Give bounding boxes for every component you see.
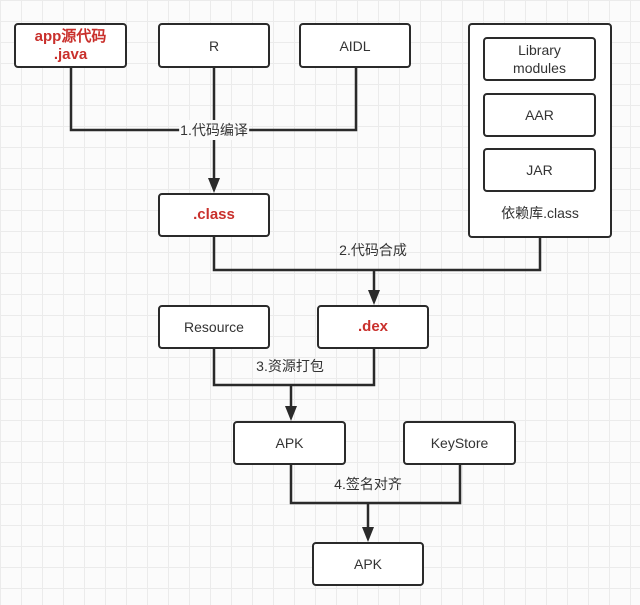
connector-merge (212, 236, 542, 272)
node-library-modules: Library modules (483, 37, 596, 81)
connector-package (212, 348, 376, 387)
node-resource: Resource (158, 305, 270, 349)
library-modules-line2: modules (513, 60, 566, 76)
step-compile-label: 1.代码编译 (179, 120, 249, 140)
step-merge-label: 2.代码合成 (339, 242, 407, 258)
node-app-source-line1: app源代码 (34, 27, 107, 45)
dependency-class-label: 依赖库.class (501, 205, 579, 221)
node-app-source: app源代码 .java (14, 23, 127, 68)
connector-sign (289, 464, 462, 505)
node-apk: APK (233, 421, 346, 465)
arrowhead-icon (368, 290, 380, 305)
node-app-source-line2: .java (53, 45, 88, 63)
node-keystore: KeyStore (403, 421, 516, 465)
node-aidl: AIDL (299, 23, 411, 68)
node-dex: .dex (317, 305, 429, 349)
node-jar: JAR (483, 148, 596, 192)
arrowhead-icon (208, 178, 220, 193)
node-aar: AAR (483, 93, 596, 137)
step-sign-label: 4.签名对齐 (334, 476, 402, 492)
arrowhead-icon (362, 527, 374, 542)
node-apk-signed: APK (312, 542, 424, 586)
step-package-label: 3.资源打包 (256, 358, 324, 374)
library-modules-line1: Library (518, 42, 561, 58)
node-class: .class (158, 193, 270, 237)
arrowhead-icon (285, 406, 297, 421)
node-r: R (158, 23, 270, 68)
